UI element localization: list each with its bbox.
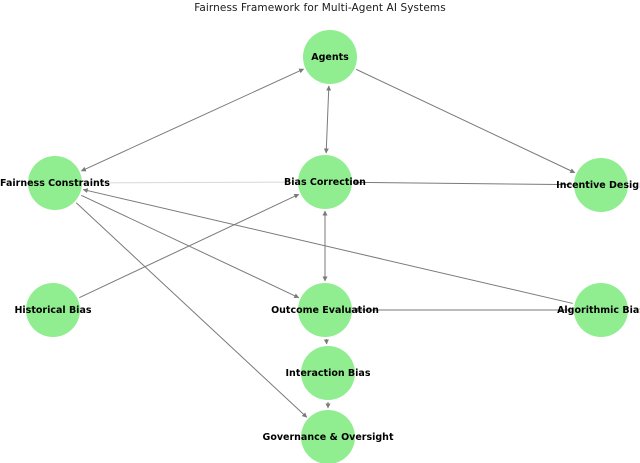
node-circle-algorithmic[interactable] [574,283,628,337]
edge-agents-to-bias_correction [323,85,332,154]
node-circle-incentive[interactable] [574,158,628,212]
node-circle-fairness[interactable] [28,156,82,210]
node-label-governance: Governance & Oversight [263,432,394,443]
node-label-outcome: Outcome Evaluation [271,305,379,316]
node-label-fairness: Fairness Constraints [0,178,110,189]
node-circle-agents[interactable] [303,30,357,84]
node-circle-outcome[interactable] [298,283,352,337]
edge-fairness-to-agents [80,68,305,172]
edge-algorithmic-to-fairness [82,188,573,304]
node-circle-governance[interactable] [301,410,355,463]
node-interaction[interactable]: Interaction Bias [286,346,371,400]
node-label-historical: Historical Bias [14,305,91,316]
node-agents[interactable]: Agents [303,30,357,84]
node-outcome[interactable]: Outcome Evaluation [271,283,379,337]
node-circle-interaction[interactable] [301,346,355,400]
node-circle-historical[interactable] [26,283,80,337]
node-label-bias_correction: Bias Correction [284,177,366,188]
node-governance[interactable]: Governance & Oversight [263,410,394,463]
node-label-interaction: Interaction Bias [286,368,371,379]
edges-layer [75,68,576,418]
node-fairness[interactable]: Fairness Constraints [0,156,110,210]
edge-incentive-to-bias_correction [353,179,573,186]
edge-fairness-to-outcome [81,194,300,299]
node-incentive[interactable]: Incentive Design [556,158,640,212]
node-historical[interactable]: Historical Bias [14,283,92,337]
edge-agents-to-incentive [356,68,576,174]
node-circle-bias_correction[interactable] [298,155,352,209]
edge-fairness-to-bias_correction [83,181,297,184]
edge-fairness-to-governance [75,202,308,418]
node-label-incentive: Incentive Design [556,180,640,191]
page-title: Fairness Framework for Multi-Agent AI Sy… [194,2,446,14]
node-bias_correction[interactable]: Bias Correction [284,155,366,209]
node-algorithmic[interactable]: Algorithmic Bias [557,283,640,337]
node-label-agents: Agents [311,52,349,63]
node-label-algorithmic: Algorithmic Bias [557,305,640,316]
